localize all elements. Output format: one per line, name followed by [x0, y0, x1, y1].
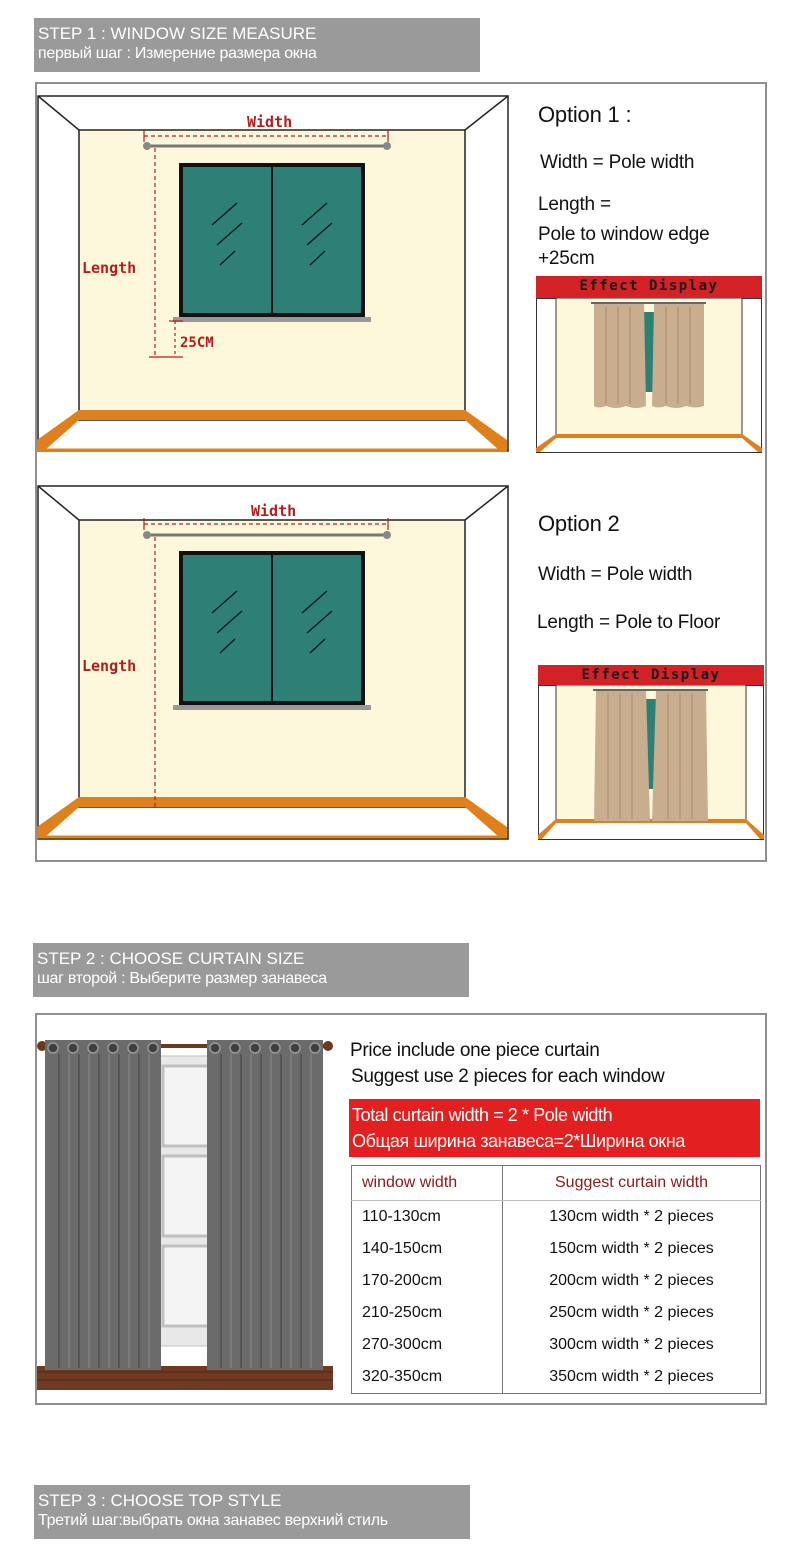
step1-header: STEP 1 : WINDOW SIZE MEASURE первый шаг … [34, 18, 480, 72]
option1-length-rule-extra: +25cm [538, 248, 595, 269]
option2-length-rule: Length = Pole to Floor [537, 612, 721, 633]
length-label: Length [82, 657, 136, 675]
width-label: Width [251, 502, 296, 520]
step3-subtitle: Третий шаг:выбрать окна занавес верхний … [38, 1512, 388, 1529]
gap-label: 25CM [180, 335, 214, 351]
table-cell-window: 110-130cm [351, 1200, 503, 1233]
option1-effect-image [536, 298, 762, 453]
option1-room-diagram: Width Length 25CM [37, 95, 509, 452]
table-cell-window: 320-350cm [351, 1361, 503, 1394]
total-width-en: Total curtain width = 2 * Pole width [352, 1105, 613, 1125]
length-label: Length [82, 259, 136, 277]
table-cell-suggest: 350cm width * 2 pieces [502, 1361, 761, 1394]
total-width-ru: Общая ширина занавеса=2*Ширина окна [352, 1131, 685, 1151]
option2-effect-label: Effect Display [538, 665, 764, 685]
option1-length-rule-detail: Pole to window edge [538, 224, 710, 245]
option1-effect-label: Effect Display [536, 276, 762, 298]
width-label: Width [247, 113, 292, 131]
option2-effect-image [538, 685, 764, 840]
option2-room-diagram: Width Length [37, 485, 509, 840]
header-suggest-width: Suggest curtain width [502, 1165, 761, 1201]
step3-title: STEP 3 : CHOOSE TOP STYLE [38, 1491, 282, 1510]
total-width-banner: Total curtain width = 2 * Pole width Общ… [349, 1099, 760, 1157]
option2-title: Option 2 [538, 511, 620, 536]
window-sill [173, 705, 371, 710]
table-cell-suggest: 130cm width * 2 pieces [502, 1200, 761, 1233]
table-cell-window: 170-200cm [351, 1265, 503, 1297]
price-note: Price include one piece curtain [350, 1040, 600, 1061]
table-cell-suggest: 250cm width * 2 pieces [502, 1297, 761, 1329]
table-cell-window: 210-250cm [351, 1297, 503, 1329]
option2-width-rule: Width = Pole width [538, 564, 693, 585]
step3-header: STEP 3 : CHOOSE TOP STYLE Третий шаг:выб… [34, 1485, 470, 1539]
step2-header: STEP 2 : CHOOSE CURTAIN SIZE шаг второй … [33, 943, 469, 997]
option1-width-rule: Width = Pole width [540, 152, 695, 173]
table-row: 270-300cm 300cm width * 2 pieces [351, 1329, 761, 1361]
table-cell-window: 140-150cm [351, 1233, 503, 1265]
suggest-note: Suggest use 2 pieces for each window [351, 1066, 665, 1087]
floor-trim [79, 410, 465, 420]
table-cell-suggest: 200cm width * 2 pieces [502, 1265, 761, 1297]
table-header-row: window width Suggest curtain width [351, 1165, 761, 1201]
size-table: window width Suggest curtain width 110-1… [351, 1165, 761, 1394]
curtain-panel-left [45, 1040, 161, 1370]
table-cell-window: 270-300cm [351, 1329, 503, 1361]
step1-subtitle: первый шаг : Измерение размера окна [38, 45, 317, 62]
table-row: 140-150cm 150cm width * 2 pieces [351, 1233, 761, 1265]
option1-length-rule: Length = [538, 194, 611, 215]
curtain-panel-right [207, 1040, 323, 1370]
curtain-product-image [37, 1026, 333, 1390]
curtain-left [594, 691, 650, 821]
table-cell-suggest: 150cm width * 2 pieces [502, 1233, 761, 1265]
table-row: 320-350cm 350cm width * 2 pieces [351, 1361, 761, 1394]
option1-title: Option 1 : [538, 102, 632, 127]
floor-trim [79, 797, 465, 807]
table-row: 110-130cm 130cm width * 2 pieces [351, 1200, 761, 1233]
header-window-width: window width [351, 1165, 503, 1201]
table-cell-suggest: 300cm width * 2 pieces [502, 1329, 761, 1361]
table-row: 170-200cm 200cm width * 2 pieces [351, 1265, 761, 1297]
curtain-left [594, 304, 646, 408]
step2-title: STEP 2 : CHOOSE CURTAIN SIZE [37, 949, 305, 968]
step2-subtitle: шаг второй : Выберите размер занавеса [37, 970, 327, 987]
table-row: 210-250cm 250cm width * 2 pieces [351, 1297, 761, 1329]
step1-title: STEP 1 : WINDOW SIZE MEASURE [38, 24, 317, 43]
window-sill [173, 317, 371, 322]
